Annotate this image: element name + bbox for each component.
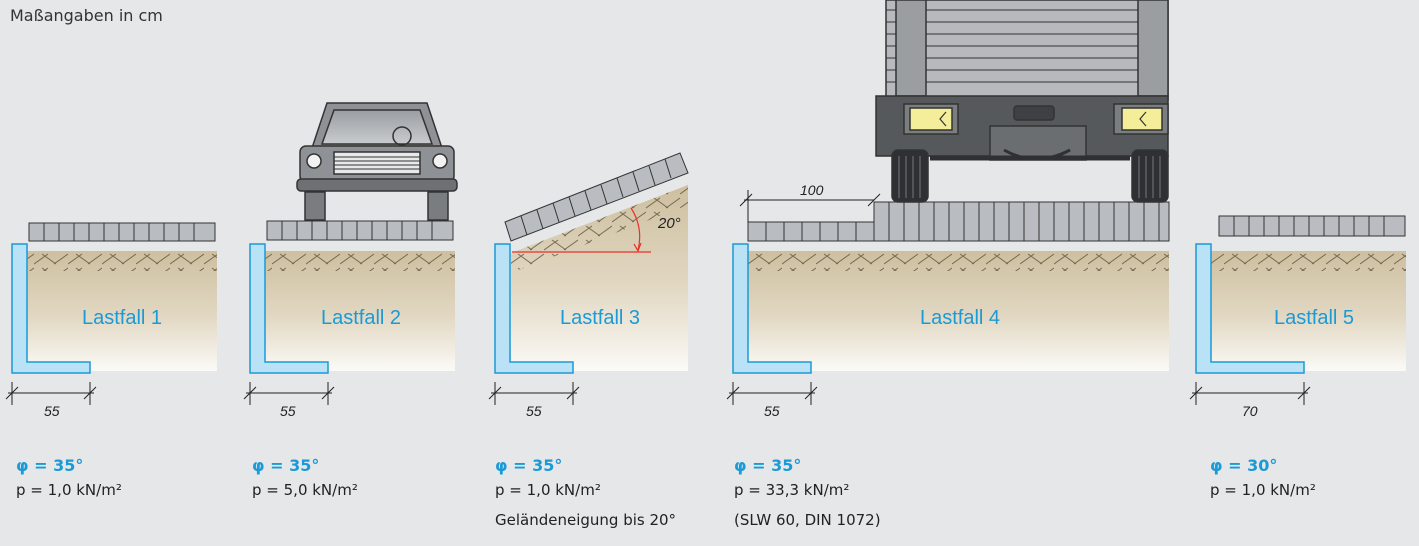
units-caption: Maßangaben in cm [10, 6, 163, 25]
case-2-load: p = 5,0 kN/m² [252, 481, 358, 499]
soil-hatching [748, 251, 1169, 271]
case-4-title: Lastfall 4 [920, 307, 1000, 329]
case-3-load: p = 1,0 kN/m² [495, 481, 601, 499]
base-dimensions [5, 382, 1311, 405]
case-1-phi: φ = 35° [16, 456, 84, 475]
soil-hatching [265, 251, 455, 271]
paving-row [266, 220, 454, 241]
case-2-dimension: 55 [280, 403, 296, 419]
sloped-paving [504, 152, 689, 242]
case-4-drawing [732, 0, 1170, 374]
case-5-dimension: 70 [1242, 403, 1258, 419]
case-1-load: p = 1,0 kN/m² [16, 481, 122, 499]
soil-hatching [1211, 251, 1406, 271]
angle-arc [630, 207, 641, 251]
case-2-drawing [249, 102, 458, 374]
case-3-angle: 20° [657, 215, 681, 232]
paving-row-high [873, 201, 1170, 242]
paving-row-low [747, 221, 875, 242]
l-wall [1195, 243, 1305, 374]
case-4-note: (SLW 60, DIN 1072) [734, 511, 881, 529]
truck-icon [875, 0, 1169, 203]
case-2-phi: φ = 35° [252, 456, 320, 475]
paving-row [28, 222, 216, 242]
case-1-dimension: 55 [44, 403, 60, 419]
l-wall [249, 243, 329, 374]
paving-row [1218, 215, 1406, 237]
soil-hatching [511, 185, 688, 273]
case-4-offset: 100 [800, 182, 824, 198]
case-4-phi: φ = 35° [734, 456, 802, 475]
case-4-dimension: 55 [764, 403, 780, 419]
case-2-title: Lastfall 2 [321, 307, 401, 329]
case-4-load: p = 33,3 kN/m² [734, 481, 850, 499]
case-5-drawing [1195, 215, 1406, 374]
soil-hatching [27, 251, 217, 271]
case-1-drawing [11, 222, 217, 374]
l-wall [494, 243, 574, 374]
case-3-note: Geländeneigung bis 20° [495, 511, 677, 529]
case-3-title: Lastfall 3 [560, 307, 640, 329]
case-5-phi: φ = 30° [1210, 456, 1278, 475]
car-icon [296, 102, 458, 221]
case-3-dimension: 55 [526, 403, 542, 419]
case-5-load: p = 1,0 kN/m² [1210, 481, 1316, 499]
offset-dimension [739, 190, 881, 222]
case-5-title: Lastfall 5 [1274, 307, 1354, 329]
case-1-title: Lastfall 1 [82, 307, 162, 329]
angle-arrow [633, 242, 642, 253]
case-3-phi: φ = 35° [495, 456, 563, 475]
soil-body [511, 185, 688, 371]
case-3-drawing [494, 152, 689, 374]
l-wall [11, 243, 91, 374]
l-wall [732, 243, 812, 374]
